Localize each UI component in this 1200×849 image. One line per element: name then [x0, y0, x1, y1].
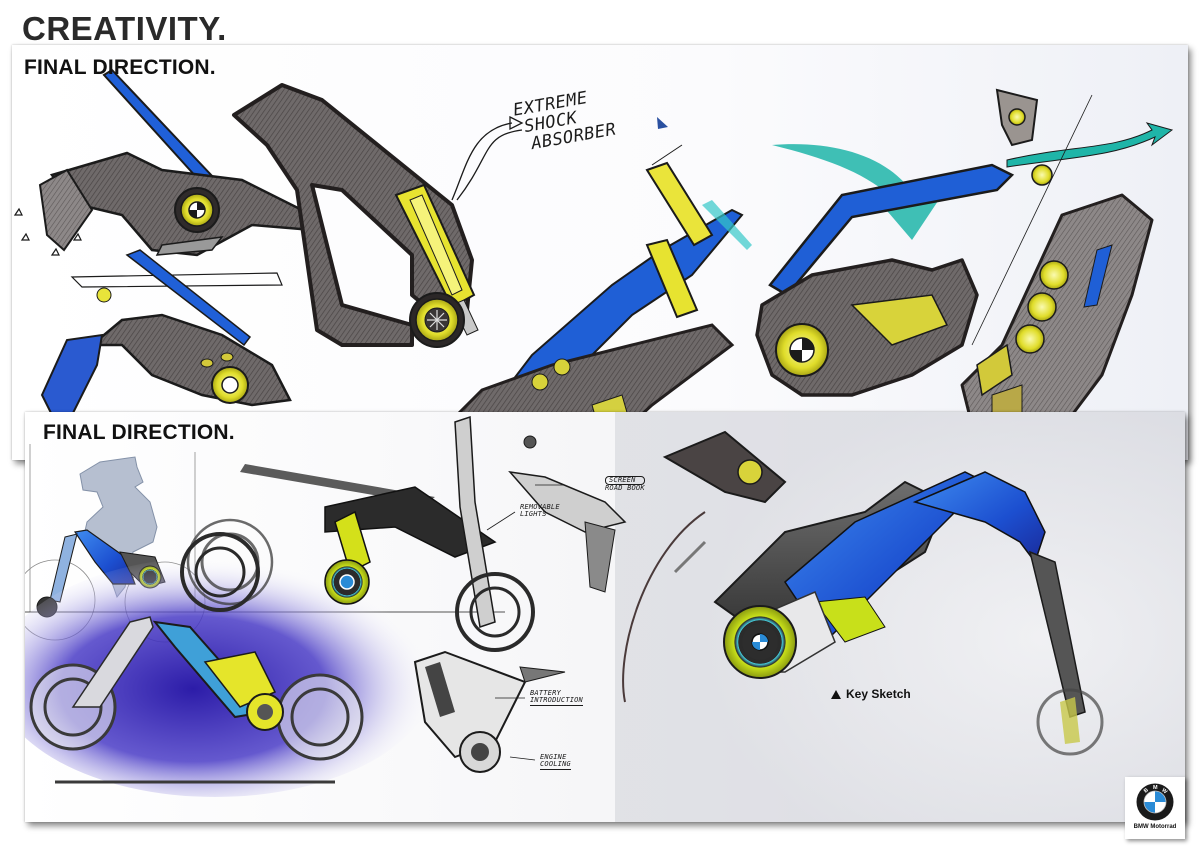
board-title: CREATIVITY. [22, 10, 227, 47]
logo-letter: M [1153, 785, 1158, 791]
suspension-flow-sketch [755, 88, 1174, 431]
key-sketch-render [622, 430, 1104, 756]
bmw-roundel-icon: B M W [1136, 783, 1174, 821]
sketch-panel-top: FINAL DIRECTION. [12, 45, 1188, 460]
annotation-line: ROAD BOOK [605, 484, 645, 493]
purple-render-sketch [25, 518, 435, 797]
panel-heading-top: FINAL DIRECTION. [24, 56, 216, 79]
annotation-line: COOLING [540, 760, 571, 770]
logo-letter: W [1160, 787, 1168, 795]
triangle-up-icon [831, 689, 841, 699]
panel-heading-bottom: FINAL DIRECTION. [43, 421, 235, 444]
screen-roadbook-sketch [508, 435, 627, 593]
key-sketch-text: Key Sketch [846, 687, 911, 701]
side-view-bike-sketch [180, 415, 535, 652]
annotation-line: BATTERY [530, 689, 561, 697]
fork-detail-sketch [40, 249, 292, 416]
annotation-battery-introduction: BATTERY INTRODUCTION [530, 689, 583, 706]
annotation-removable-lights: REMOVABLE LIGHTS [520, 503, 560, 519]
bottom-panel-sketches [25, 412, 1185, 822]
front-fork-sketch [13, 68, 320, 257]
logo-caption: BMW Motorrad [1133, 824, 1177, 830]
annotation-line: LIGHTS [520, 510, 547, 519]
annotation-screen-road-book: SCREEN ROAD BOOK [605, 476, 645, 493]
annotation-engine-cooling: ENGINE COOLING [540, 753, 571, 770]
battery-engine-sketch [413, 650, 566, 773]
annotation-line: SCREEN [605, 476, 645, 486]
sketch-panel-bottom: FINAL DIRECTION. [25, 412, 1185, 822]
annotation-line: INTRODUCTION [530, 696, 583, 706]
swingarm-sketch [232, 83, 523, 348]
bmw-motorrad-logo: B M W BMW Motorrad [1125, 777, 1185, 839]
key-sketch-label: Key Sketch [831, 687, 911, 701]
logo-letter: B [1143, 787, 1150, 794]
annotation-line: ENGINE [540, 753, 567, 761]
shock-absorber-sketch [645, 117, 714, 247]
annotation-leaders [486, 484, 565, 761]
annotation-line: REMOVABLE [520, 503, 560, 511]
annotation-arrow [451, 122, 513, 201]
